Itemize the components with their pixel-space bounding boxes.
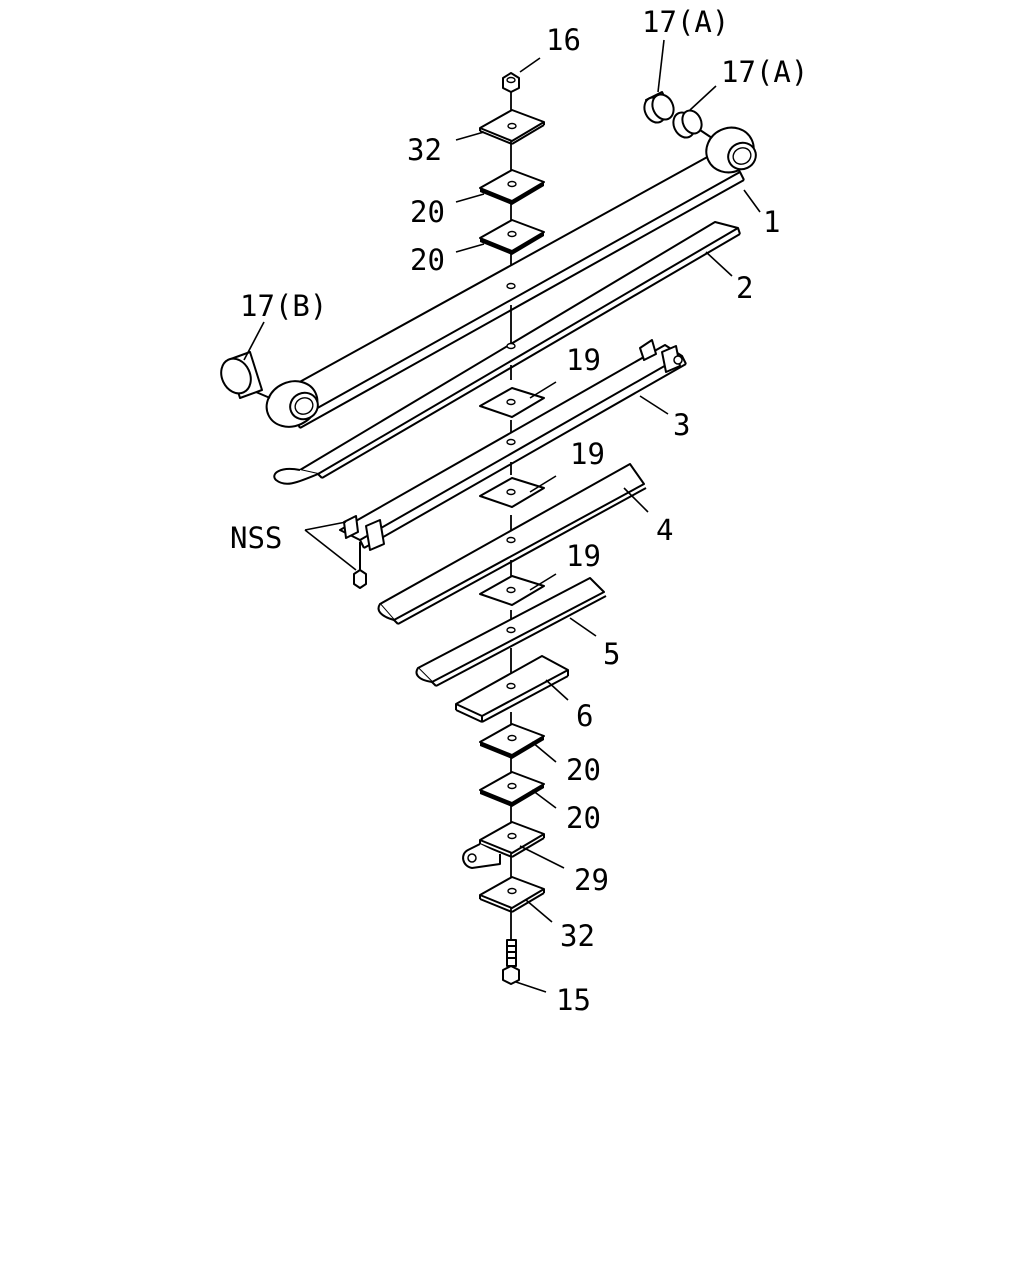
label-part-20-c: 20 [566,753,601,787]
leader-lines [243,39,761,993]
label-part-6: 6 [576,699,593,733]
label-part-15: 15 [556,983,591,1017]
leaf-3-with-clips [339,339,687,551]
label-part-32-top: 32 [407,133,442,167]
label-part-19-c: 19 [566,539,601,573]
bushing-17a-1 [643,91,675,124]
plate-32-top [479,109,545,145]
leaf-4 [377,463,647,625]
interleaf-19-c [479,575,545,606]
main-leaf-1 [265,126,757,429]
bushing-17b [220,351,271,399]
label-part-19-a: 19 [566,343,601,377]
leaf-2 [273,221,741,485]
label-part-4: 4 [656,513,673,547]
label-part-20-b: 20 [410,243,445,277]
shim-20-b [479,219,545,255]
callout-labels: 16 32 20 20 17(A) 17(A) 1 2 17(B) 19 3 1… [230,5,808,1017]
label-part-17a-2: 17(A) [721,55,808,89]
label-part-20-a: 20 [410,195,445,229]
label-part-2: 2 [736,271,753,305]
center-bolt-15 [502,939,520,985]
nss-bolt [353,542,367,589]
label-part-3: 3 [673,408,690,442]
shim-20-c [479,723,545,759]
label-part-20-d: 20 [566,801,601,835]
leaf-6 [455,655,569,723]
label-part-5: 5 [603,637,620,671]
label-part-17b: 17(B) [240,289,327,323]
leaf-5 [415,577,607,687]
nut-16 [502,72,520,93]
label-part-19-b: 19 [570,437,605,471]
interleaf-19-b [479,477,545,508]
label-part-1: 1 [763,205,780,239]
label-part-29: 29 [574,863,609,897]
bushing-17a-2 [672,109,713,139]
shim-20-d [479,771,545,807]
label-nss: NSS [230,521,282,555]
label-part-32-bottom: 32 [560,919,595,953]
label-part-16: 16 [546,23,581,57]
bracket-29 [462,821,545,869]
interleaf-19-a [479,387,545,418]
label-part-17a-1: 17(A) [642,5,729,39]
shim-20-a [479,169,545,205]
